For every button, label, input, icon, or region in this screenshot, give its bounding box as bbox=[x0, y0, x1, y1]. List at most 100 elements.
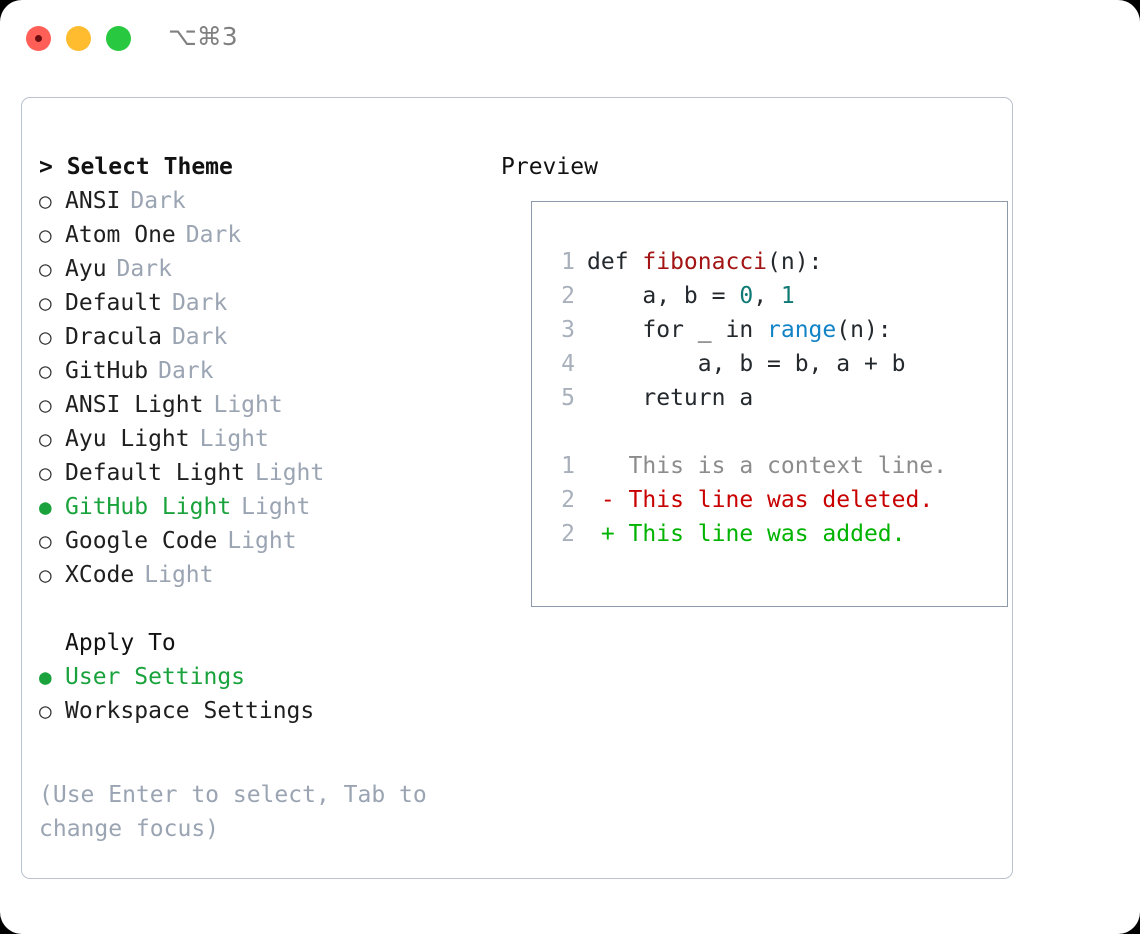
theme-option-label: Atom One bbox=[65, 222, 176, 248]
apply-to-title: Apply To bbox=[65, 630, 176, 656]
apply-to-option-label: User Settings bbox=[65, 664, 246, 690]
code-token: , bbox=[753, 283, 781, 309]
title-bar: ⌥⌘3 bbox=[0, 0, 1140, 78]
apply-to-option[interactable]: ○ Workspace Settings bbox=[39, 694, 479, 728]
apply-to-option[interactable]: ● User Settings bbox=[39, 660, 479, 694]
minimize-window-button[interactable] bbox=[66, 26, 91, 51]
radio-unselected-icon: ○ bbox=[39, 223, 52, 247]
diff-line: 1 This is a context line. bbox=[532, 449, 1007, 483]
theme-option-label: XCode bbox=[65, 562, 135, 588]
radio-unselected-icon: ○ bbox=[39, 291, 52, 315]
code-line: 4 a, b = b, a + b bbox=[532, 347, 1007, 381]
code-token: a, b = b, a + b bbox=[587, 351, 906, 377]
select-theme-header: > Select Theme bbox=[39, 154, 233, 180]
code-token: (n): bbox=[836, 317, 892, 343]
code-token: a, b = bbox=[587, 283, 740, 309]
code-token: 0 bbox=[739, 283, 754, 309]
theme-option-tag: Dark bbox=[171, 324, 228, 350]
code-token: 1 bbox=[780, 283, 795, 309]
radio-unselected-icon: ○ bbox=[39, 461, 52, 485]
theme-option[interactable]: ● GitHub Light Light bbox=[39, 490, 479, 524]
diff-line-number: 2 bbox=[561, 487, 575, 513]
code-line-text: a, b = 0, 1 bbox=[587, 279, 795, 313]
code-line-number: 3 bbox=[561, 317, 575, 343]
theme-option-label: GitHub Light bbox=[65, 494, 232, 520]
code-line-number: 1 bbox=[561, 249, 575, 275]
theme-option-label: Ayu bbox=[65, 256, 107, 282]
keyboard-shortcut-label: ⌥⌘3 bbox=[168, 22, 238, 51]
maximize-window-button[interactable] bbox=[106, 26, 131, 51]
apply-to-section: Apply To ● User Settings ○ Workspace Settin… bbox=[39, 626, 479, 728]
theme-option-tag: Light bbox=[241, 494, 311, 520]
code-line-number: 2 bbox=[561, 283, 575, 309]
theme-option[interactable]: ○ Atom One Dark bbox=[39, 218, 479, 252]
theme-option-tag: Light bbox=[213, 392, 283, 418]
close-window-button[interactable] bbox=[26, 26, 51, 51]
diff-line-number: 1 bbox=[561, 453, 575, 479]
theme-option-tag: Light bbox=[227, 528, 297, 554]
code-line-text: return a bbox=[587, 381, 753, 415]
diff-line-text: + This line was added. bbox=[587, 521, 906, 547]
theme-option[interactable]: ○ Ayu Dark bbox=[39, 252, 479, 286]
theme-option-label: Dracula bbox=[65, 324, 162, 350]
theme-option[interactable]: ○ ANSI Dark bbox=[39, 184, 479, 218]
radio-unselected-icon: ○ bbox=[39, 563, 52, 587]
code-line-number: 5 bbox=[561, 385, 575, 411]
diff-line-text: This is a context line. bbox=[587, 453, 948, 479]
code-token: return a bbox=[587, 385, 754, 411]
code-token: for _ in bbox=[587, 317, 768, 343]
code-line-number: 4 bbox=[561, 351, 575, 377]
apply-to-list[interactable]: ● User Settings ○ Workspace Settings bbox=[39, 660, 479, 728]
code-token: fibonacci bbox=[642, 249, 768, 275]
theme-option-label: Ayu Light bbox=[65, 426, 190, 452]
code-line-text: for _ in range(n): bbox=[587, 313, 892, 347]
diff-line: 2 - This line was deleted. bbox=[532, 483, 1007, 517]
theme-option-tag: Light bbox=[255, 460, 325, 486]
theme-option-tag: Light bbox=[199, 426, 269, 452]
theme-option-tag: Dark bbox=[130, 188, 186, 214]
code-line: 3 for _ in range(n): bbox=[532, 313, 1007, 347]
code-blank-line bbox=[532, 415, 1007, 449]
code-line-text: a, b = b, a + b bbox=[587, 347, 906, 381]
theme-option-label: Default bbox=[65, 290, 162, 316]
radio-unselected-icon: ○ bbox=[39, 529, 52, 553]
theme-option[interactable]: ○ Default Light Light bbox=[39, 456, 479, 490]
keyboard-hint-text: (Use Enter to select, Tab to change focu… bbox=[39, 782, 441, 842]
radio-unselected-icon: ○ bbox=[39, 393, 52, 417]
theme-option[interactable]: ○ Google Code Light bbox=[39, 524, 479, 558]
code-token: range bbox=[767, 317, 837, 343]
theme-option-tag: Dark bbox=[185, 222, 242, 248]
theme-option-label: GitHub bbox=[65, 358, 149, 384]
radio-unselected-icon: ○ bbox=[39, 699, 52, 723]
code-line: 1 def fibonacci(n): bbox=[532, 245, 1007, 279]
theme-option[interactable]: ○ XCode Light bbox=[39, 558, 479, 592]
theme-option-tag: Dark bbox=[171, 290, 228, 316]
code-token: def bbox=[587, 249, 643, 275]
theme-option[interactable]: ○ Default Dark bbox=[39, 286, 479, 320]
theme-option-label: Google Code bbox=[65, 528, 218, 554]
code-token: (n): bbox=[767, 249, 823, 275]
radio-selected-icon: ● bbox=[39, 665, 52, 689]
radio-unselected-icon: ○ bbox=[39, 257, 52, 281]
theme-option-label: ANSI bbox=[65, 188, 121, 214]
apply-to-option-label: Workspace Settings bbox=[65, 698, 315, 724]
theme-option-tag: Dark bbox=[116, 256, 172, 282]
radio-unselected-icon: ○ bbox=[39, 189, 52, 213]
theme-option-label: Default Light bbox=[65, 460, 246, 486]
theme-option-tag: Light bbox=[144, 562, 214, 588]
code-line-text: def fibonacci(n): bbox=[587, 245, 822, 279]
diff-line: 2 + This line was added. bbox=[532, 517, 1007, 551]
radio-unselected-icon: ○ bbox=[39, 359, 52, 383]
code-line: 5 return a bbox=[532, 381, 1007, 415]
radio-selected-icon: ● bbox=[39, 495, 52, 519]
